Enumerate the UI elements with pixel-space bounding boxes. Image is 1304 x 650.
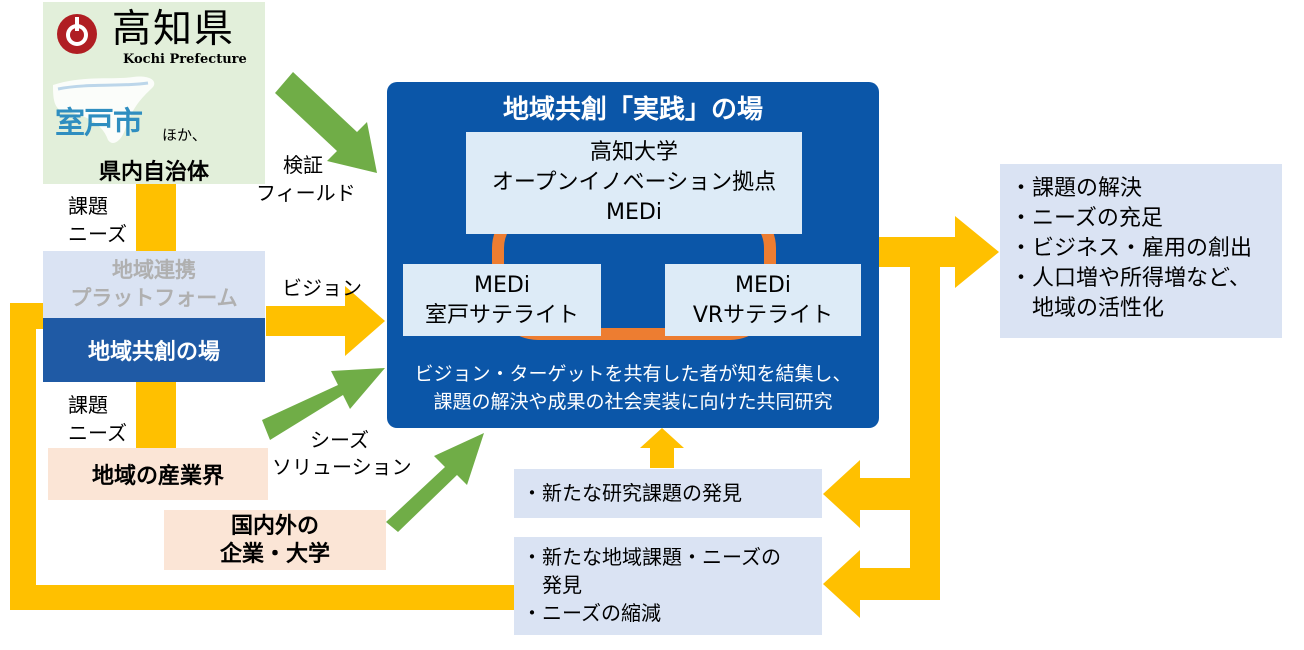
outcome-item: ・ニーズの充足 (1010, 206, 1163, 231)
muroto-map-icon (53, 76, 155, 144)
sat2-line1: MEDi (735, 273, 791, 298)
desc-line2: 課題の解決や成果の社会実装に向けた共同研究 (433, 391, 833, 413)
field-label-line1: 検証 (283, 153, 323, 177)
outcome-item: ・課題の解決 (1010, 176, 1143, 201)
gov-issues-line1: 課題 (68, 194, 108, 218)
practice-panel-title: 地域共創「実践」の場 (502, 95, 763, 125)
regional-feedback-arrow (823, 550, 940, 618)
regional-discovery-line3: ・ニーズの縮減 (522, 601, 661, 625)
connector-platform-industry (136, 382, 176, 448)
global-line2: 企業・大学 (219, 542, 330, 567)
connector-gov-platform (136, 184, 176, 252)
gov-issues-label: 課題 ニーズ (68, 192, 127, 248)
hub-line2: オープンイノベーション拠点 (491, 170, 777, 195)
hub-line1: 高知大学 (589, 140, 678, 165)
sat2-line2: VRサテライト (692, 303, 834, 328)
sat1-line1: MEDi (474, 273, 530, 298)
medi-hub-box: 高知大学 オープンイノベーション拠点 MEDi (466, 132, 802, 234)
platform-upper-label: 地域連携 プラットフォーム (43, 256, 265, 312)
global-line1: 国内外の (230, 514, 319, 539)
regional-discovery-line1: ・新たな地域課題・ニーズの (522, 545, 781, 569)
industry-issues-line1: 課題 (68, 393, 108, 417)
research-discovery-text: ・新たな研究課題の発見 (522, 481, 742, 505)
research-feedback-arrow (823, 460, 910, 528)
platform-upper-box (43, 251, 265, 318)
field-arrow (275, 72, 377, 173)
kochi-prefecture-emblem-icon (57, 14, 97, 54)
city-suffix: ほか、 (162, 126, 207, 144)
field-label-line2: フィールド (256, 181, 356, 205)
industry-issues-line2: ニーズ (68, 421, 127, 445)
outcome-item: ・人口増や所得増など、 (1010, 266, 1251, 291)
government-label: 県内自治体 (98, 160, 209, 185)
up-arrow (640, 428, 684, 468)
prefecture-name-en: Kochi Prefecture (123, 52, 247, 67)
research-discovery-box: ・新たな研究課題の発見 (514, 469, 822, 518)
seeds-label-line2: ソリューション (272, 455, 412, 479)
platform-upper-line2: プラットフォーム (70, 286, 238, 310)
outcomes-box: ・課題の解決 ・ニーズの充足 ・ビジネス・雇用の創出 ・人口増や所得増など、 地… (1000, 164, 1282, 338)
industry-to-center-arrow (262, 368, 385, 440)
regional-discovery-line2: 発見 (522, 573, 582, 597)
outcome-item: ・ビジネス・雇用の創出 (1010, 236, 1253, 261)
vr-satellite-box: MEDi VRサテライト (665, 264, 861, 336)
regional-discovery-box: ・新たな地域課題・ニーズの 発見 ・ニーズの縮減 (514, 537, 822, 635)
sat1-line2: 室戸サテライト (424, 303, 579, 328)
platform-upper-line1: 地域連携 (112, 258, 196, 282)
practice-description: ビジョン・ターゲットを共有した者が知を結集し、 課題の解決や成果の社会実装に向け… (387, 360, 879, 416)
vision-arrow (266, 286, 385, 356)
desc-line1: ビジョン・ターゲットを共有した者が知を結集し、 (414, 363, 852, 385)
output-arrow (879, 216, 999, 568)
global-to-center-arrow (386, 433, 484, 532)
industry-box: 地域の産業界 (48, 448, 268, 500)
gov-issues-line2: ニーズ (68, 222, 127, 246)
muroto-satellite-box: MEDi 室戸サテライト (403, 264, 601, 336)
vision-label: ビジョン (282, 276, 362, 300)
platform-lower-box: 地域共創の場 (43, 318, 265, 382)
prefecture-name: 高知県 (112, 7, 236, 52)
city-name: 室戸市 (55, 106, 143, 141)
outcome-item: 地域の活性化 (1010, 296, 1165, 321)
global-partners-box: 国内外の 企業・大学 (164, 510, 386, 570)
hub-line3: MEDi (606, 200, 662, 225)
industry-issues-label: 課題 ニーズ (68, 391, 127, 447)
seeds-label-line1: シーズ (310, 428, 369, 452)
